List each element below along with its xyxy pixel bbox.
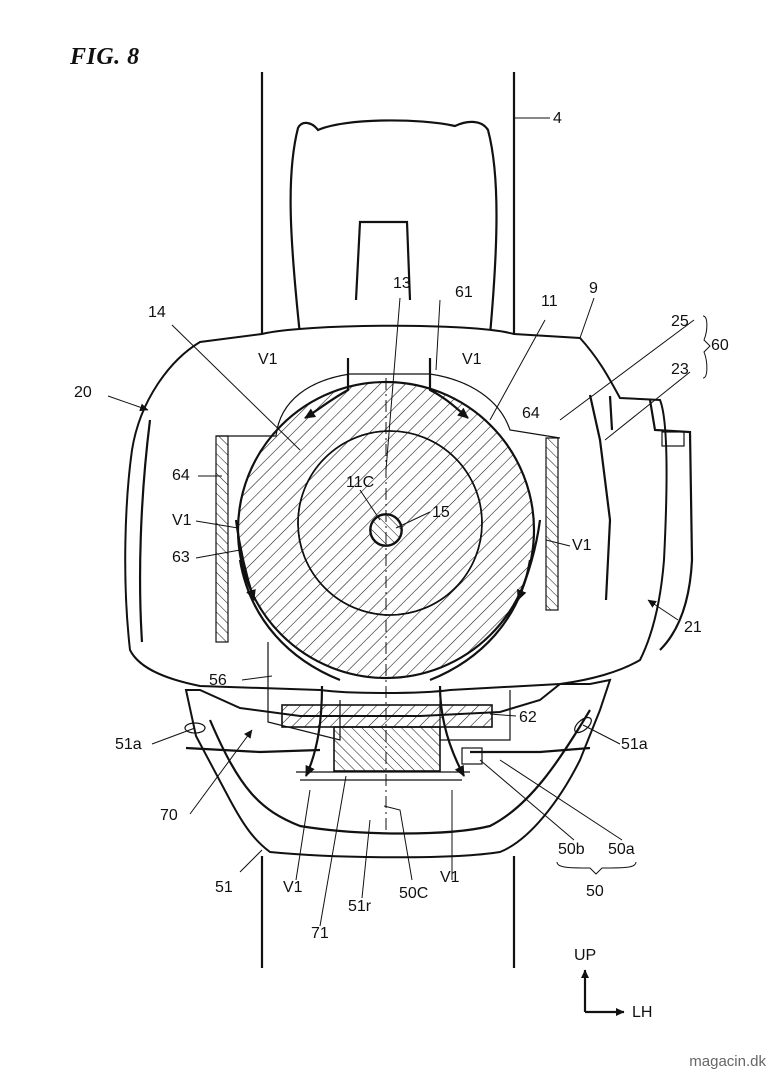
direction-lh-label: LH — [632, 1005, 652, 1021]
direction-up-label: UP — [574, 948, 596, 964]
label-51r: 51r — [348, 899, 371, 915]
label-v1-top-left: V1 — [258, 352, 278, 368]
label-v1-mid-left: V1 — [172, 513, 192, 529]
watermark: magacin.dk — [689, 1053, 766, 1070]
label-14: 14 — [148, 305, 166, 321]
label-50a: 50a — [608, 842, 635, 858]
label-15: 15 — [432, 505, 450, 521]
label-71: 71 — [311, 926, 329, 942]
label-v1-bottom-right: V1 — [440, 870, 460, 886]
label-50b: 50b — [558, 842, 585, 858]
label-25: 25 — [671, 314, 689, 330]
label-13: 13 — [393, 276, 411, 292]
figure-title: FIG. 8 — [70, 44, 140, 71]
label-60: 60 — [711, 338, 729, 354]
brace-50 — [557, 862, 636, 874]
label-51: 51 — [215, 880, 233, 896]
label-23: 23 — [671, 362, 689, 378]
label-21: 21 — [684, 620, 702, 636]
label-11: 11 — [541, 294, 558, 310]
label-50: 50 — [586, 884, 604, 900]
label-51a-left: 51a — [115, 737, 142, 753]
label-v1-mid-right: V1 — [572, 538, 592, 554]
label-56: 56 — [209, 673, 227, 689]
label-50c: 50C — [399, 886, 428, 902]
label-70: 70 — [160, 808, 178, 824]
label-51a-right: 51a — [621, 737, 648, 753]
label-9: 9 — [589, 281, 598, 297]
label-4: 4 — [553, 111, 562, 127]
label-62: 62 — [519, 710, 537, 726]
label-61: 61 — [455, 285, 473, 301]
direction-indicator — [585, 970, 624, 1012]
label-20: 20 — [74, 385, 92, 401]
upper-cover — [291, 120, 497, 335]
label-64-left: 64 — [172, 468, 190, 484]
label-v1-top-right: V1 — [462, 352, 482, 368]
label-11c: 11C — [346, 475, 374, 491]
label-63: 63 — [172, 550, 190, 566]
brace-60 — [703, 316, 710, 378]
label-v1-bottom-left: V1 — [283, 880, 303, 896]
label-64-right: 64 — [522, 406, 540, 422]
